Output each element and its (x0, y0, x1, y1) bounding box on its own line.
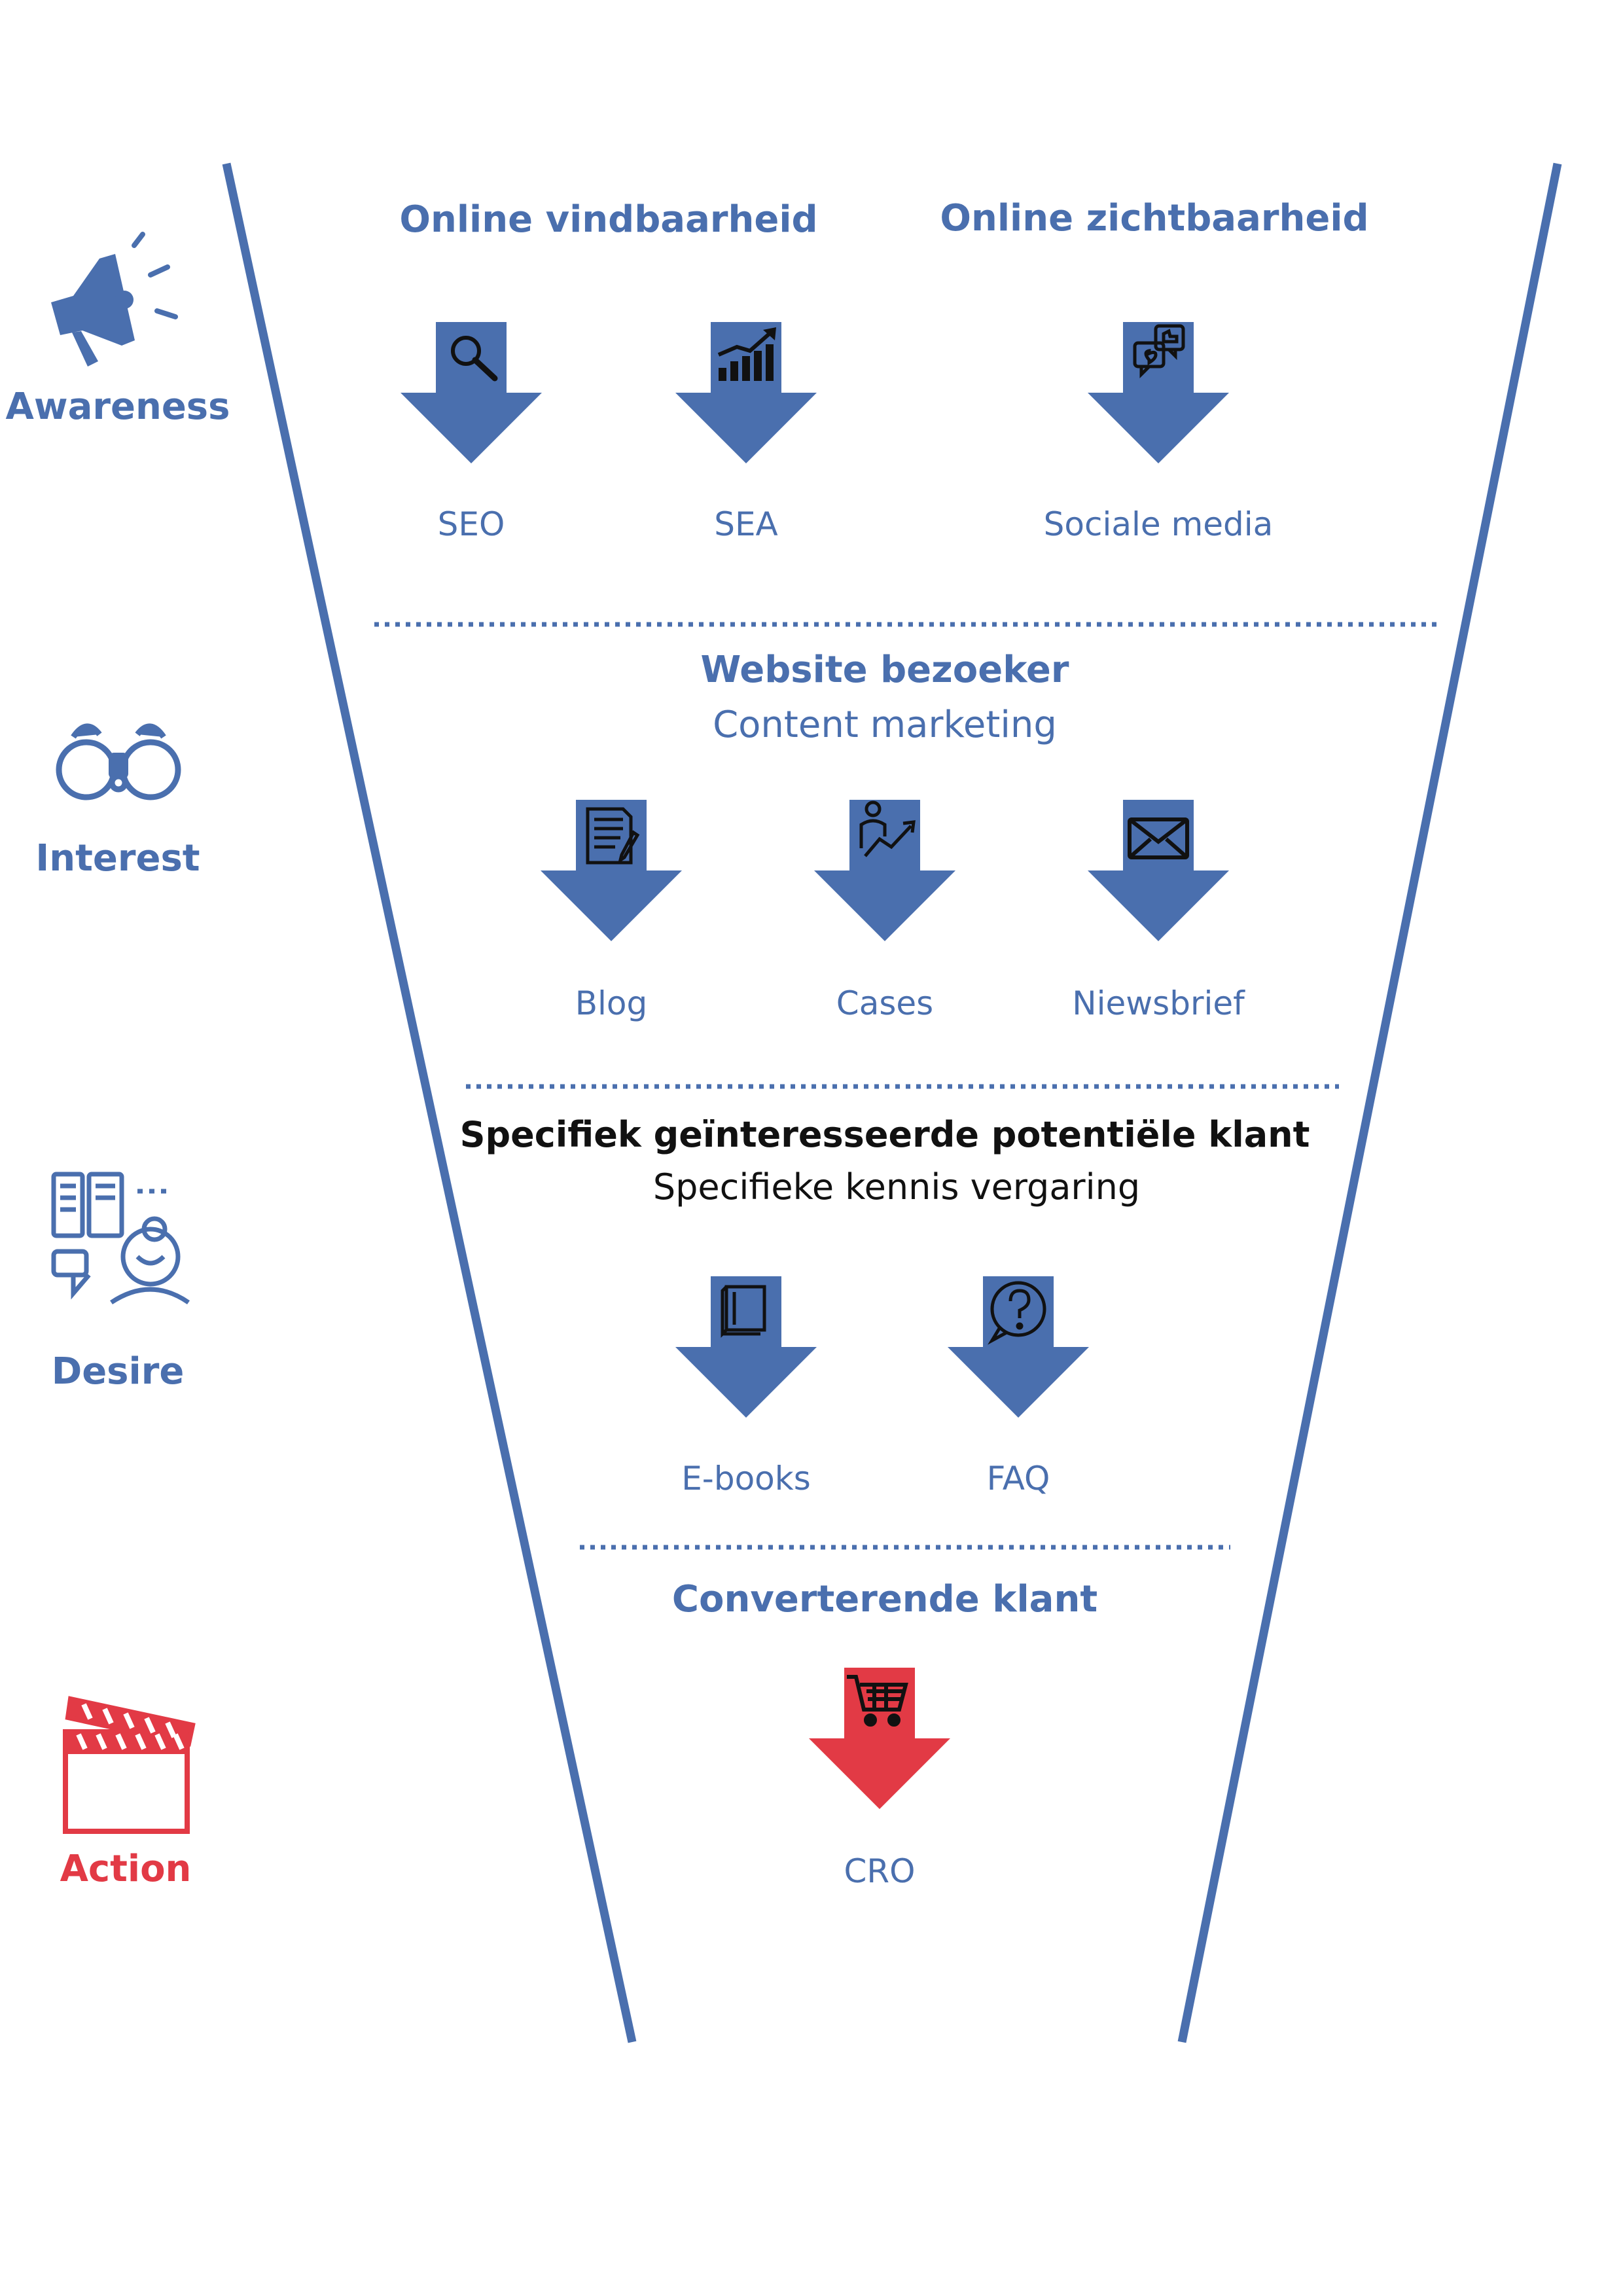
item-label-sea: SEA (714, 505, 778, 543)
item-label-faq: FAQ (987, 1460, 1050, 1498)
faq-arrow (948, 1276, 1089, 1418)
growth-chart-icon (717, 327, 776, 381)
e-books-arrow (675, 1276, 817, 1418)
item-label-niewsbrief: Niewsbrief (1072, 984, 1245, 1022)
shopping-cart-icon (847, 1675, 908, 1727)
funnel-right-edge (1177, 162, 1562, 2043)
envelope-icon (1128, 817, 1189, 859)
stage-separators (374, 622, 1441, 1550)
heading-online-zichtbaarheid: Online zichtbaarheid (940, 197, 1368, 240)
sea-arrow (675, 322, 817, 463)
megaphone-icon (51, 232, 178, 367)
stage-label-interest: Interest (35, 837, 200, 880)
funnel-outline (222, 162, 1562, 2043)
blog-arrow (541, 800, 682, 941)
cro-arrow (809, 1668, 950, 1809)
question-bubble-icon (988, 1281, 1046, 1345)
book-icon (721, 1285, 766, 1338)
item-label-seo: SEO (438, 505, 505, 543)
item-label-sociale-media: Sociale media (1044, 505, 1274, 543)
seo-arrow (401, 322, 542, 463)
clapperboard-icon (63, 1696, 196, 1834)
magnifier-icon (451, 336, 498, 382)
item-label-e-books: E-books (681, 1460, 811, 1498)
niewsbrief-arrow (1088, 800, 1229, 941)
heading-specifiek-geinteresseerde-klant: Specifiek geïnteresseerde potentiële kla… (460, 1114, 1310, 1155)
stage-label-desire: Desire (52, 1350, 185, 1393)
cases-arrow (814, 800, 955, 941)
item-label-blog: Blog (575, 984, 648, 1022)
binoculars-icon (56, 723, 181, 800)
person-growth-icon (859, 800, 916, 857)
subheading-content-marketing: Content marketing (713, 704, 1057, 746)
item-label-cro: CRO (844, 1852, 915, 1890)
sociale-media-arrow (1088, 322, 1229, 463)
heading-online-vindbaarheid: Online vindbaarheid (399, 198, 817, 241)
thinking-person-icon (51, 1172, 190, 1304)
heading-website-bezoeker: Website bezoeker (700, 649, 1069, 691)
social-chat-icon (1133, 324, 1185, 379)
heading-converterende-klant: Converterende klant (672, 1578, 1097, 1621)
document-pen-icon (586, 807, 640, 865)
stage-label-action: Action (60, 1848, 192, 1890)
subheading-specifieke-kennis-vergaring: Specifieke kennis vergaring (653, 1166, 1140, 1208)
funnel-left-edge (222, 162, 637, 2043)
stage-label-awareness: Awareness (6, 386, 230, 428)
item-label-cases: Cases (836, 984, 933, 1022)
